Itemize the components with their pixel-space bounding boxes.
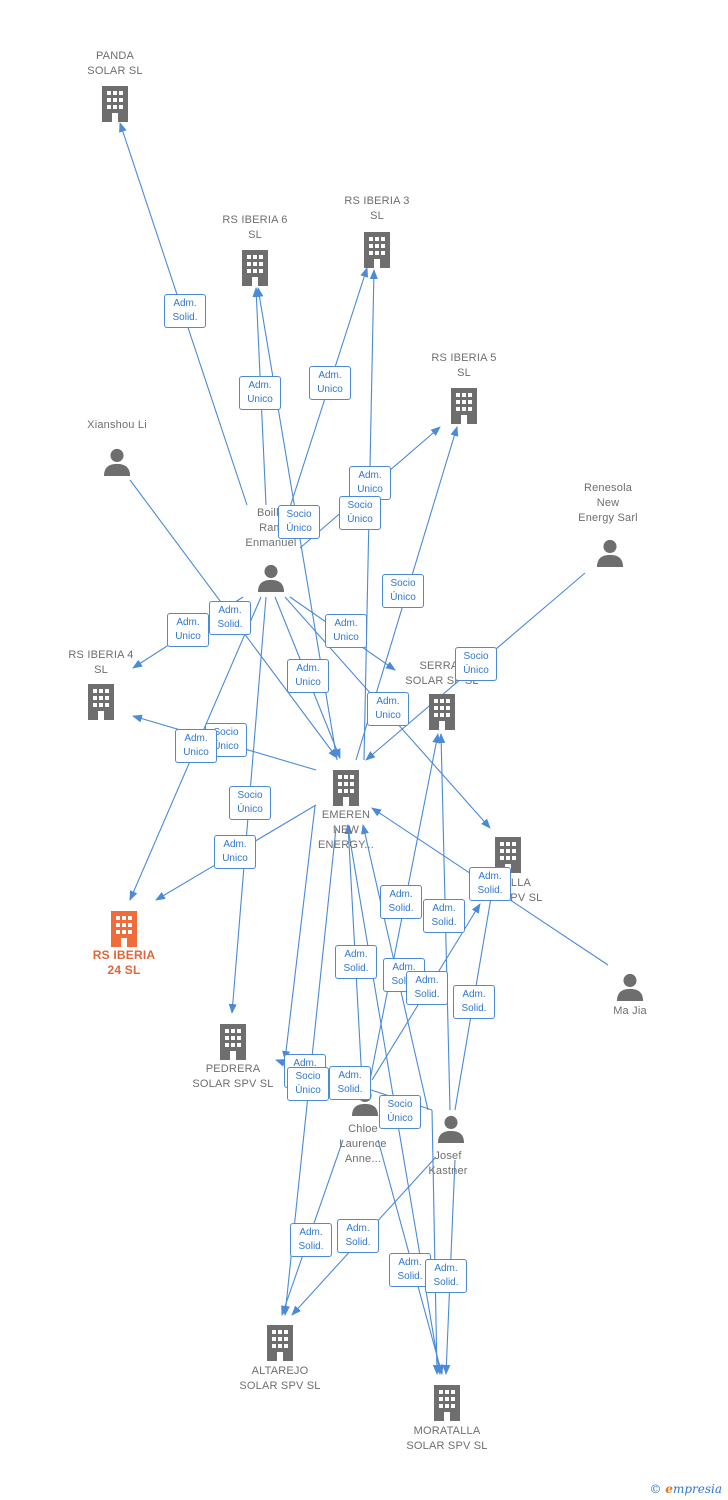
relation-badge-emeren-rs6[interactable]: Socio Único [339, 496, 381, 530]
node-label-josef[interactable]: Josef Kastner [428, 1150, 468, 1177]
node-label-rs5[interactable]: RS IBERIA 5 SL [431, 352, 497, 379]
person-icon-majia[interactable] [616, 973, 644, 1001]
node-rs5[interactable]: RS IBERIA 5 SL [404, 351, 524, 381]
company-icon-serrat[interactable] [429, 694, 455, 730]
company-icon-altarejo[interactable] [267, 1325, 293, 1361]
relation-badge-josef-altarejo[interactable]: Adm. Solid. [337, 1219, 379, 1253]
relation-badge-majia-emeren[interactable]: Adm. Solid. [469, 867, 511, 901]
relation-badge-boille-rs5[interactable]: Socio Único [278, 505, 320, 539]
node-chloe[interactable]: Chloe Laurence Anne... [303, 1122, 423, 1167]
relation-badge-boille-rs3[interactable]: Adm. Unico [309, 366, 351, 400]
relation-badge-renesola-emeren[interactable]: Socio Único [455, 647, 497, 681]
relation-badge-boille-talla[interactable]: Adm. Unico [367, 692, 409, 726]
company-icon-moratalla[interactable] [434, 1385, 460, 1421]
node-rs3[interactable]: RS IBERIA 3 SL [317, 194, 437, 224]
company-icon-rs4[interactable] [88, 684, 114, 720]
relation-badge-boille-rs24[interactable]: Adm. Unico [175, 729, 217, 763]
node-moratalla[interactable]: MORATALLA SOLAR SPV SL [387, 1424, 507, 1454]
node-label-rs3[interactable]: RS IBERIA 3 SL [344, 195, 410, 222]
relation-badge-chloe-altarejo[interactable]: Adm. Solid. [290, 1223, 332, 1257]
relation-badge-emeren-rs5[interactable]: Socio Único [382, 574, 424, 608]
node-label-rs4[interactable]: RS IBERIA 4 SL [68, 649, 134, 676]
company-icon-pedrera[interactable] [220, 1024, 246, 1060]
node-majia[interactable]: Ma Jia [570, 1004, 690, 1019]
node-label-emeren[interactable]: EMEREN NEW ENERGY... [317, 809, 374, 851]
node-altarejo[interactable]: ALTAREJO SOLAR SPV SL [220, 1364, 340, 1394]
relation-badge-josef-moratalla[interactable]: Socio Único [379, 1095, 421, 1129]
node-josef[interactable]: Josef Kastner [388, 1149, 508, 1179]
company-icon-panda[interactable] [102, 86, 128, 122]
node-renesola[interactable]: Renesola New Energy Sarl [548, 481, 668, 526]
relation-badge-boille-rs4[interactable]: Adm. Unico [167, 613, 209, 647]
node-label-pedrera[interactable]: PEDRERA SOLAR SPV SL [192, 1063, 274, 1090]
brand-name: mpresia [672, 1482, 722, 1496]
company-icon-rs24[interactable] [111, 911, 137, 947]
node-label-renesola[interactable]: Renesola New Energy Sarl [578, 482, 638, 524]
relation-badge-boille-emeren[interactable]: Adm. Unico [325, 614, 367, 648]
relation-badge-josef-pedrera[interactable]: Adm. Solid. [329, 1066, 371, 1100]
node-panda[interactable]: PANDA SOLAR SL [55, 49, 175, 79]
node-label-xianshou[interactable]: Xianshou Li [87, 419, 147, 431]
node-label-majia[interactable]: Ma Jia [613, 1005, 647, 1017]
relation-badge-chloe-serrat[interactable]: Adm. Solid. [335, 945, 377, 979]
relation-badge-emeren-pedrera[interactable]: Socio Único [287, 1067, 329, 1101]
edge-emeren-to-pedrera [282, 805, 316, 1061]
node-boille[interactable]: Boille Ram Enmanuel [211, 506, 331, 551]
person-icon-xianshou[interactable] [103, 448, 131, 476]
node-label-chloe[interactable]: Chloe Laurence Anne... [339, 1123, 387, 1165]
relation-badge-xianshou-emeren[interactable]: Adm. Solid. [209, 601, 251, 635]
relation-badge-chloe-emeren[interactable]: Adm. Solid. [380, 885, 422, 919]
person-icon-renesola[interactable] [596, 539, 624, 567]
node-emeren[interactable]: EMEREN NEW ENERGY... [286, 808, 406, 853]
node-pedrera[interactable]: PEDRERA SOLAR SPV SL [173, 1062, 293, 1092]
node-label-altarejo[interactable]: ALTAREJO SOLAR SPV SL [239, 1365, 321, 1392]
relation-badge-boille-serrat[interactable]: Adm. Unico [287, 659, 329, 693]
node-label-boille[interactable]: Boille Ram Enmanuel [245, 507, 297, 549]
node-rs6[interactable]: RS IBERIA 6 SL [195, 213, 315, 243]
node-label-panda[interactable]: PANDA SOLAR SL [87, 50, 143, 77]
brand-initial: e [665, 1482, 673, 1496]
relation-badge-boille-rs6[interactable]: Adm. Unico [239, 376, 281, 410]
person-icon-boille[interactable] [257, 564, 285, 592]
empresia-credit[interactable]: © empresia [649, 1482, 722, 1496]
relation-badge-emeren-rs3[interactable]: Adm. Unico [349, 466, 391, 500]
copyright-icon: © [649, 1482, 662, 1496]
relation-badge-emeren-rs24[interactable]: Socio Único [229, 786, 271, 820]
company-icon-rs6[interactable] [242, 250, 268, 286]
person-icon-josef[interactable] [437, 1115, 465, 1143]
node-xianshou[interactable]: Xianshou Li [57, 418, 177, 433]
relation-badge-josef-talla[interactable]: Adm. Solid. [453, 985, 495, 1019]
node-rs4[interactable]: RS IBERIA 4 SL [41, 648, 161, 678]
node-rs24[interactable]: RS IBERIA 24 SL [64, 948, 184, 978]
company-icon-emeren[interactable] [333, 770, 359, 806]
relation-badge-josef-moratalla[interactable]: Adm. Solid. [425, 1259, 467, 1293]
relation-badge-josef-emeren[interactable]: Adm. Solid. [423, 899, 465, 933]
company-icon-rs5[interactable] [451, 388, 477, 424]
relation-badge-boille-pedrera[interactable]: Adm. Unico [214, 835, 256, 869]
node-label-rs6[interactable]: RS IBERIA 6 SL [222, 214, 288, 241]
relation-badge-boille-panda[interactable]: Adm. Solid. [164, 294, 206, 328]
relation-badge-josef-serrat[interactable]: Adm. Solid. [406, 971, 448, 1005]
company-icon-rs3[interactable] [364, 232, 390, 268]
edge-josef-to-moratalla [431, 1109, 441, 1375]
node-label-rs24[interactable]: RS IBERIA 24 SL [92, 948, 156, 977]
node-label-moratalla[interactable]: MORATALLA SOLAR SPV SL [406, 1425, 488, 1452]
